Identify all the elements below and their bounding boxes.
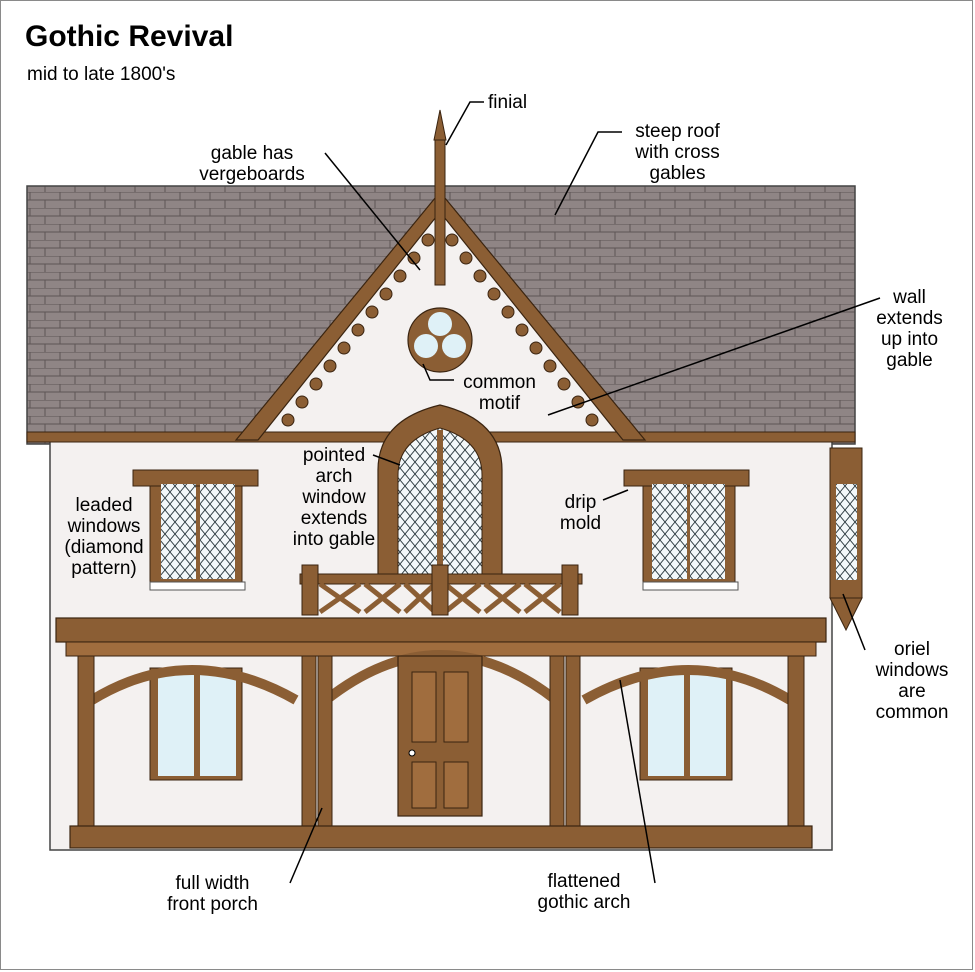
porch-beam xyxy=(55,617,827,643)
label-drip-mold: drip mold xyxy=(559,492,602,534)
right-leaded-window xyxy=(623,469,750,591)
porch-arch-left xyxy=(89,665,299,705)
porch-columns xyxy=(77,655,805,827)
label-front-porch: full width front porch xyxy=(167,873,258,915)
finial xyxy=(433,109,447,286)
leader-lines xyxy=(289,101,881,884)
label-common-motif: common motif xyxy=(463,372,536,414)
lower-right-window xyxy=(639,667,733,781)
label-wall-extends: wall extends up into gable xyxy=(876,287,943,371)
trefoil-window xyxy=(407,307,473,373)
porch-floor xyxy=(69,825,813,849)
label-gable-vergeboards: gable has vergeboards xyxy=(199,143,305,185)
page-title: Gothic Revival xyxy=(25,20,234,53)
label-steep-roof: steep roof with cross gables xyxy=(635,121,720,184)
porch-arch-center xyxy=(322,650,560,704)
label-finial: finial xyxy=(488,92,528,113)
front-door xyxy=(397,655,483,817)
left-leaded-window xyxy=(132,469,259,591)
label-oriel-windows: oriel windows are common xyxy=(875,639,949,723)
lower-left-window xyxy=(149,667,243,781)
label-leaded-windows: leaded windows (diamond pattern) xyxy=(64,495,144,579)
oriel-window xyxy=(829,447,863,632)
page-subtitle: mid to late 1800's xyxy=(27,64,176,85)
label-flattened-arch: flattened gothic arch xyxy=(537,871,631,913)
balcony-railing xyxy=(299,564,583,616)
pointed-arch-window xyxy=(377,404,503,581)
label-pointed-arch: pointed arch window extends into gable xyxy=(292,445,376,550)
porch-arch-right xyxy=(581,665,793,705)
vergeboard-scallops xyxy=(281,233,599,427)
